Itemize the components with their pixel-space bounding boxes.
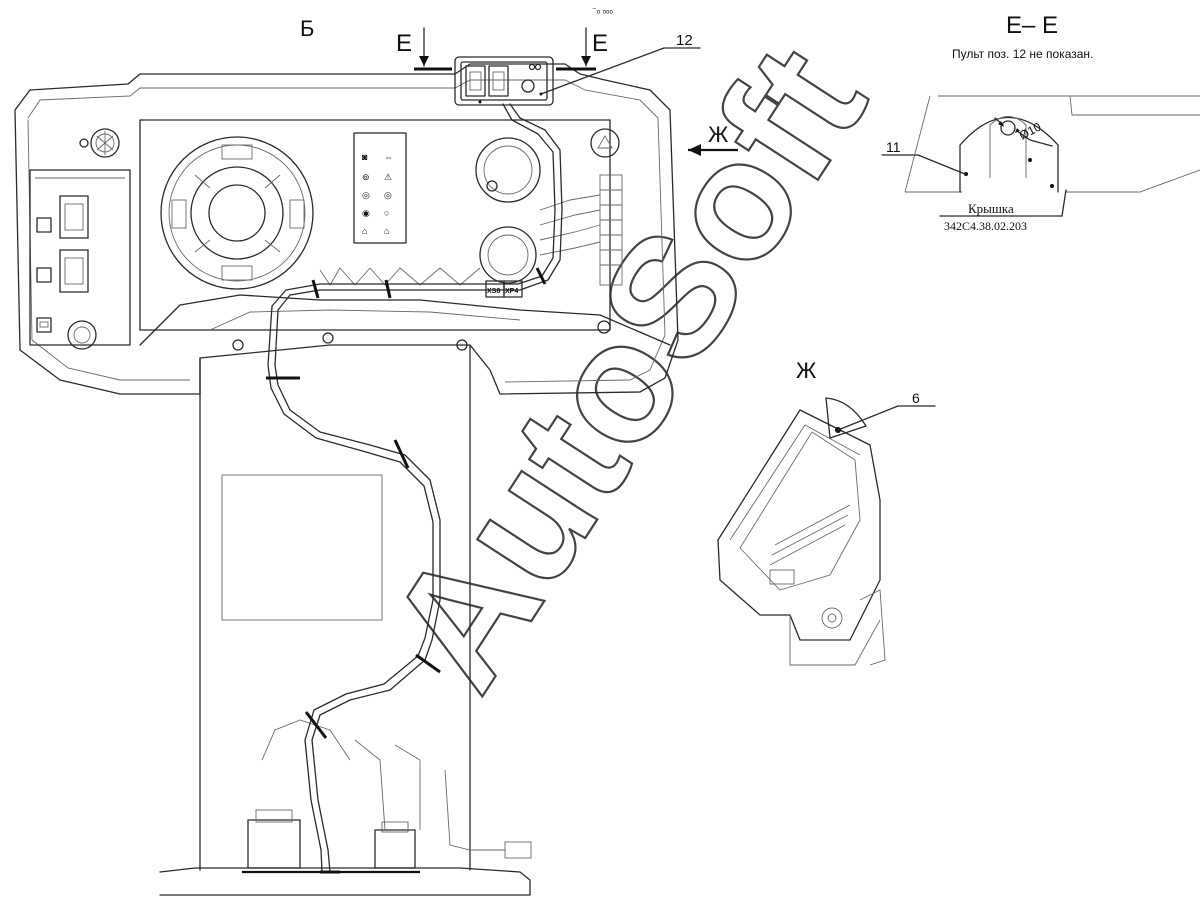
section-title: Е– Е (1006, 12, 1058, 39)
watermark: AutoSoft (351, 14, 903, 721)
cover-name: Крышка (968, 201, 1014, 216)
section-marks-e (414, 27, 596, 71)
cover-callout: Крышка 342С4.38.02.203 (939, 189, 1067, 233)
svg-text:◙: ◙ (362, 152, 368, 162)
connector-xs8-label: XS8 (487, 288, 500, 295)
view-zh-detail (717, 397, 886, 666)
svg-text:⊚: ⊚ (362, 172, 370, 182)
svg-text:6: 6 (912, 390, 920, 406)
svg-text:⚠: ⚠ (384, 172, 392, 182)
view-arrow-zh: Ж (688, 122, 738, 156)
callout-11: 11 (881, 139, 966, 175)
section-e-e-view: Ø10 (904, 95, 1200, 193)
svg-text:◎: ◎ (362, 190, 370, 200)
svg-text:◎: ◎ (384, 190, 392, 200)
switch-box-12 (454, 56, 554, 106)
cover-code: 342С4.38.02.203 (944, 219, 1027, 233)
svg-text:○: ○ (384, 208, 389, 218)
warning-lamp-icons: ◙ ⇔ ⊚ ⚠ ◎ ◎ ◉ ○ ⌂ ⌂ (362, 152, 393, 236)
section-e-left-label: Е (396, 30, 412, 57)
svg-text:⌂: ⌂ (384, 226, 389, 236)
view-zh-label: Ж (796, 358, 817, 383)
svg-text:⌂: ⌂ (362, 226, 367, 236)
instrument-panel: ◙ ⇔ ⊚ ⚠ ◎ ◎ ◉ ○ ⌂ ⌂ (14, 63, 679, 395)
view-b-label: Б (300, 16, 314, 41)
section-e-right-label: Е (592, 30, 608, 57)
steering-column (159, 344, 532, 896)
callout-12: 12 (540, 32, 701, 95)
top-mark: ⁻ₒ ₒₒₒ (592, 5, 613, 15)
svg-text:⇔: ⇔ (384, 152, 393, 162)
section-note: Пульт поз. 12 не показан. (952, 47, 1093, 61)
svg-text:AutoSoft: AutoSoft (352, 15, 902, 720)
svg-text:Ж: Ж (708, 122, 729, 147)
callout-6: 6 (837, 390, 936, 431)
svg-text:12: 12 (676, 32, 693, 49)
svg-text:11: 11 (886, 139, 901, 155)
diameter-label: Ø10 (1017, 119, 1044, 142)
svg-text:◉: ◉ (362, 208, 370, 218)
wiring-harness: XS8 XP4 (266, 103, 563, 874)
connector-xp4-label: XP4 (505, 288, 518, 295)
